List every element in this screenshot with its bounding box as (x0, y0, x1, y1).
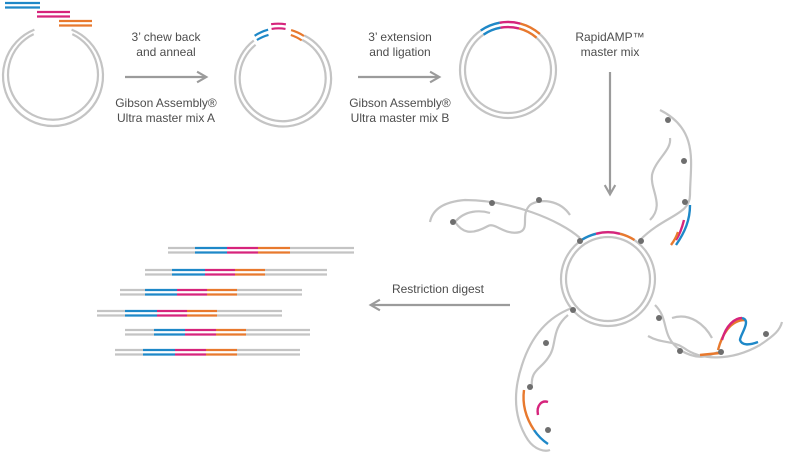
primer-dot (681, 158, 687, 164)
reagent-mix-b-line2: Ultra master mix B (351, 111, 450, 125)
primer-dot (450, 219, 456, 225)
magenta-flap (270, 22, 287, 26)
assembled-plasmid (458, 20, 558, 120)
primer-dot (527, 384, 533, 390)
primer-dot (763, 331, 769, 337)
linear-product-5 (125, 328, 310, 336)
primer-dot (682, 199, 688, 205)
primer-dot (656, 315, 662, 321)
linear-product-4 (97, 309, 282, 317)
orange-fragment (59, 19, 92, 27)
step-extension-line1: 3’ extension (368, 30, 432, 44)
primer-dot (718, 349, 724, 355)
primer-dot (570, 307, 576, 313)
rapidamp-label-line1: RapidAMP™ (575, 30, 644, 44)
open-vector (1, 28, 105, 128)
reagent-mix-b-line1: Gibson Assembly® (349, 96, 451, 110)
orange-flap (290, 29, 305, 37)
reagent-mix-a-line1: Gibson Assembly® (115, 96, 217, 110)
product-strand-top-left (428, 197, 583, 244)
product-strand-bottom-left (515, 306, 576, 452)
primer-dot (638, 238, 644, 244)
reagent-mix-a-line2: Ultra master mix A (117, 111, 215, 125)
linear-product-1 (168, 246, 354, 254)
primer-dot (545, 427, 551, 433)
input-fragments (5, 1, 92, 27)
blue-fragment (5, 1, 40, 9)
restriction-digest-label: Restriction digest (392, 282, 485, 296)
blue-flap (253, 28, 269, 37)
step-extension-line2: and ligation (369, 45, 430, 59)
step-chew-back-line1: 3’ chew back (132, 30, 202, 44)
step-chew-back-line2: and anneal (136, 45, 195, 59)
linear-product-3 (120, 288, 302, 296)
product-strand-bottom-right (647, 304, 784, 359)
primer-dot (665, 117, 671, 123)
product-strand-top-right (638, 109, 693, 246)
rolling-circle-amplification (428, 109, 784, 452)
linear-digest-products (97, 246, 354, 356)
annealed-plasmid (234, 22, 333, 128)
rapidamp-label-line2: master mix (581, 45, 640, 59)
primer-dot (543, 340, 549, 346)
primer-dot (677, 348, 683, 354)
linear-product-2 (145, 268, 327, 276)
primer-dot (489, 200, 495, 206)
magenta-fragment (37, 10, 70, 18)
primer-dot (536, 197, 542, 203)
primer-dot (577, 238, 583, 244)
linear-product-6 (115, 348, 300, 356)
